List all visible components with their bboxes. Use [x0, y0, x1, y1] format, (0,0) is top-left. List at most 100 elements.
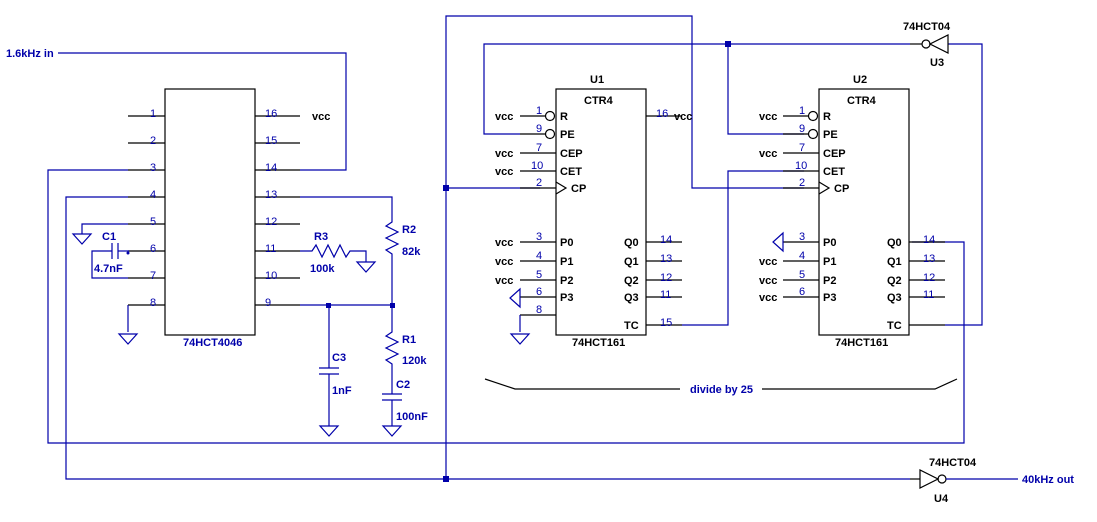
pll-pin-12: 12 — [265, 216, 277, 228]
u2-vcc-label: vcc — [759, 275, 777, 287]
pll-pin5-ground — [71, 223, 128, 245]
u2-pin-name: P1 — [823, 256, 836, 268]
r1-ref: R1 — [402, 334, 416, 346]
c2-value: 100nF — [396, 411, 428, 423]
pll-pin-13: 13 — [265, 189, 277, 201]
u2-pin-name: Q0 — [887, 237, 902, 249]
pll-chip: 74HCT4046 1 2 3 4 5 6 7 8 1 — [128, 88, 330, 349]
u1-pin-num: 10 — [531, 160, 543, 172]
pll-pin-16: 16 — [265, 108, 277, 120]
u1-pin-num: 6 — [536, 286, 542, 298]
pll-part-label: 74HCT4046 — [183, 337, 242, 349]
clock-net — [443, 15, 804, 482]
u1-pin-name: Q3 — [624, 292, 639, 304]
pll-pin-10: 10 — [265, 270, 277, 282]
load-feedback-net — [483, 41, 910, 135]
c3-ref: C3 — [332, 352, 346, 364]
u1-pin-name: CEP — [560, 148, 583, 160]
u1-vcc-label: vcc — [495, 166, 513, 178]
capacitor-c1: C1 4.7nF — [91, 231, 130, 279]
u1-pin-name: TC — [624, 320, 639, 332]
resistor-r1: R1 120k — [384, 305, 427, 394]
u1-pin-name: CET — [560, 166, 582, 178]
u2-pin-name: PE — [823, 129, 838, 141]
r2-value: 82k — [402, 246, 421, 258]
u2-pin-num: 3 — [799, 231, 805, 243]
u2-pin-name: P2 — [823, 275, 836, 287]
u2-vcc-label: vcc — [759, 292, 777, 304]
pll-pin3-net — [47, 169, 965, 444]
u3-part: 74HCT04 — [903, 21, 951, 33]
u2-pin-name: Q3 — [887, 292, 902, 304]
u2-tc-to-u3 — [945, 43, 983, 326]
u2-pin-name: CP — [834, 183, 849, 195]
pll-pin-2: 2 — [150, 135, 156, 147]
u2-ref: U2 — [853, 74, 867, 86]
u2-pin-num: 9 — [799, 123, 805, 135]
u1-pin-num: 8 — [536, 304, 542, 316]
pll-pin-4: 4 — [150, 189, 156, 201]
u2-title: CTR4 — [847, 95, 877, 107]
pll-pin-6: 6 — [150, 243, 156, 255]
u1-vcc-label: vcc — [495, 256, 513, 268]
u1-pin-num: 11 — [660, 289, 671, 301]
pll-pin-8: 8 — [150, 297, 156, 309]
u1-vcc-label: vcc — [674, 111, 692, 123]
u2-vcc-label: vcc — [759, 256, 777, 268]
u2-pin-num: 6 — [799, 286, 805, 298]
resistor-r3: R3 100k — [300, 231, 377, 275]
u4-part: 74HCT04 — [929, 457, 977, 469]
u1-pin-name: Q0 — [624, 237, 639, 249]
u1-pin-name: P3 — [560, 292, 573, 304]
output-label: 40kHz out — [1022, 474, 1074, 486]
pll-pin8-ground — [117, 305, 139, 345]
u1-pin-num: 12 — [660, 272, 672, 284]
capacitor-c3: C3 1nF — [318, 305, 352, 437]
pll-pin-1: 1 — [150, 108, 156, 120]
inverter-u3: 74HCT04 U3 — [903, 21, 951, 69]
counter-u2: U2 CTR4 74HCT161 1 9 7 10 2 3 4 5 — [759, 74, 945, 349]
u2-vcc-label: vcc — [759, 148, 777, 160]
u1-pin-name: P2 — [560, 275, 573, 287]
loop-filter-node — [300, 303, 395, 308]
u2-vcc-label: vcc — [759, 111, 777, 123]
u2-pin-name: P0 — [823, 237, 836, 249]
u3-ref: U3 — [930, 57, 944, 69]
u1-pin-num: 13 — [660, 253, 672, 265]
u1-vcc-label: vcc — [495, 275, 513, 287]
u1-pin-num: 3 — [536, 231, 542, 243]
u1-pin-name: Q1 — [624, 256, 639, 268]
u1-part: 74HCT161 — [572, 337, 625, 349]
u2-pin-num: 14 — [923, 234, 935, 246]
u2-pin-name: R — [823, 111, 831, 123]
divide-label: divide by 25 — [690, 384, 753, 396]
input-label: 1.6kHz in — [6, 48, 54, 60]
u1-p3-ground — [509, 287, 521, 309]
u2-pin-name: CET — [823, 166, 845, 178]
u2-pin-name: Q1 — [887, 256, 902, 268]
u2-part: 74HCT161 — [835, 337, 888, 349]
u2-pin-num: 4 — [799, 250, 805, 262]
u2-pin-num: 13 — [923, 253, 935, 265]
u1-pin-name: Q2 — [624, 275, 639, 287]
u2-pin-num: 2 — [799, 177, 805, 189]
pll-pin-3: 3 — [150, 162, 156, 174]
pll-pin-7: 7 — [150, 270, 156, 282]
u1-vcc-label: vcc — [495, 148, 513, 160]
pll-vcc-label: vcc — [312, 111, 330, 123]
u2-pin-name: P3 — [823, 292, 836, 304]
u4-ref: U4 — [934, 493, 949, 505]
r3-value: 100k — [310, 263, 335, 275]
r1-value: 120k — [402, 355, 427, 367]
pll-pin-15: 15 — [265, 135, 277, 147]
u1-pin-name: PE — [560, 129, 575, 141]
c3-value: 1nF — [332, 385, 352, 397]
pll-pin-9: 9 — [265, 297, 271, 309]
pll-pin-11: 11 — [265, 243, 276, 255]
c1-ref: C1 — [102, 231, 116, 243]
u2-pin-num: 10 — [795, 160, 807, 172]
u1-pin-name: P0 — [560, 237, 573, 249]
u1-title: CTR4 — [584, 95, 614, 107]
u1-tc-to-u2-cet — [682, 170, 804, 326]
